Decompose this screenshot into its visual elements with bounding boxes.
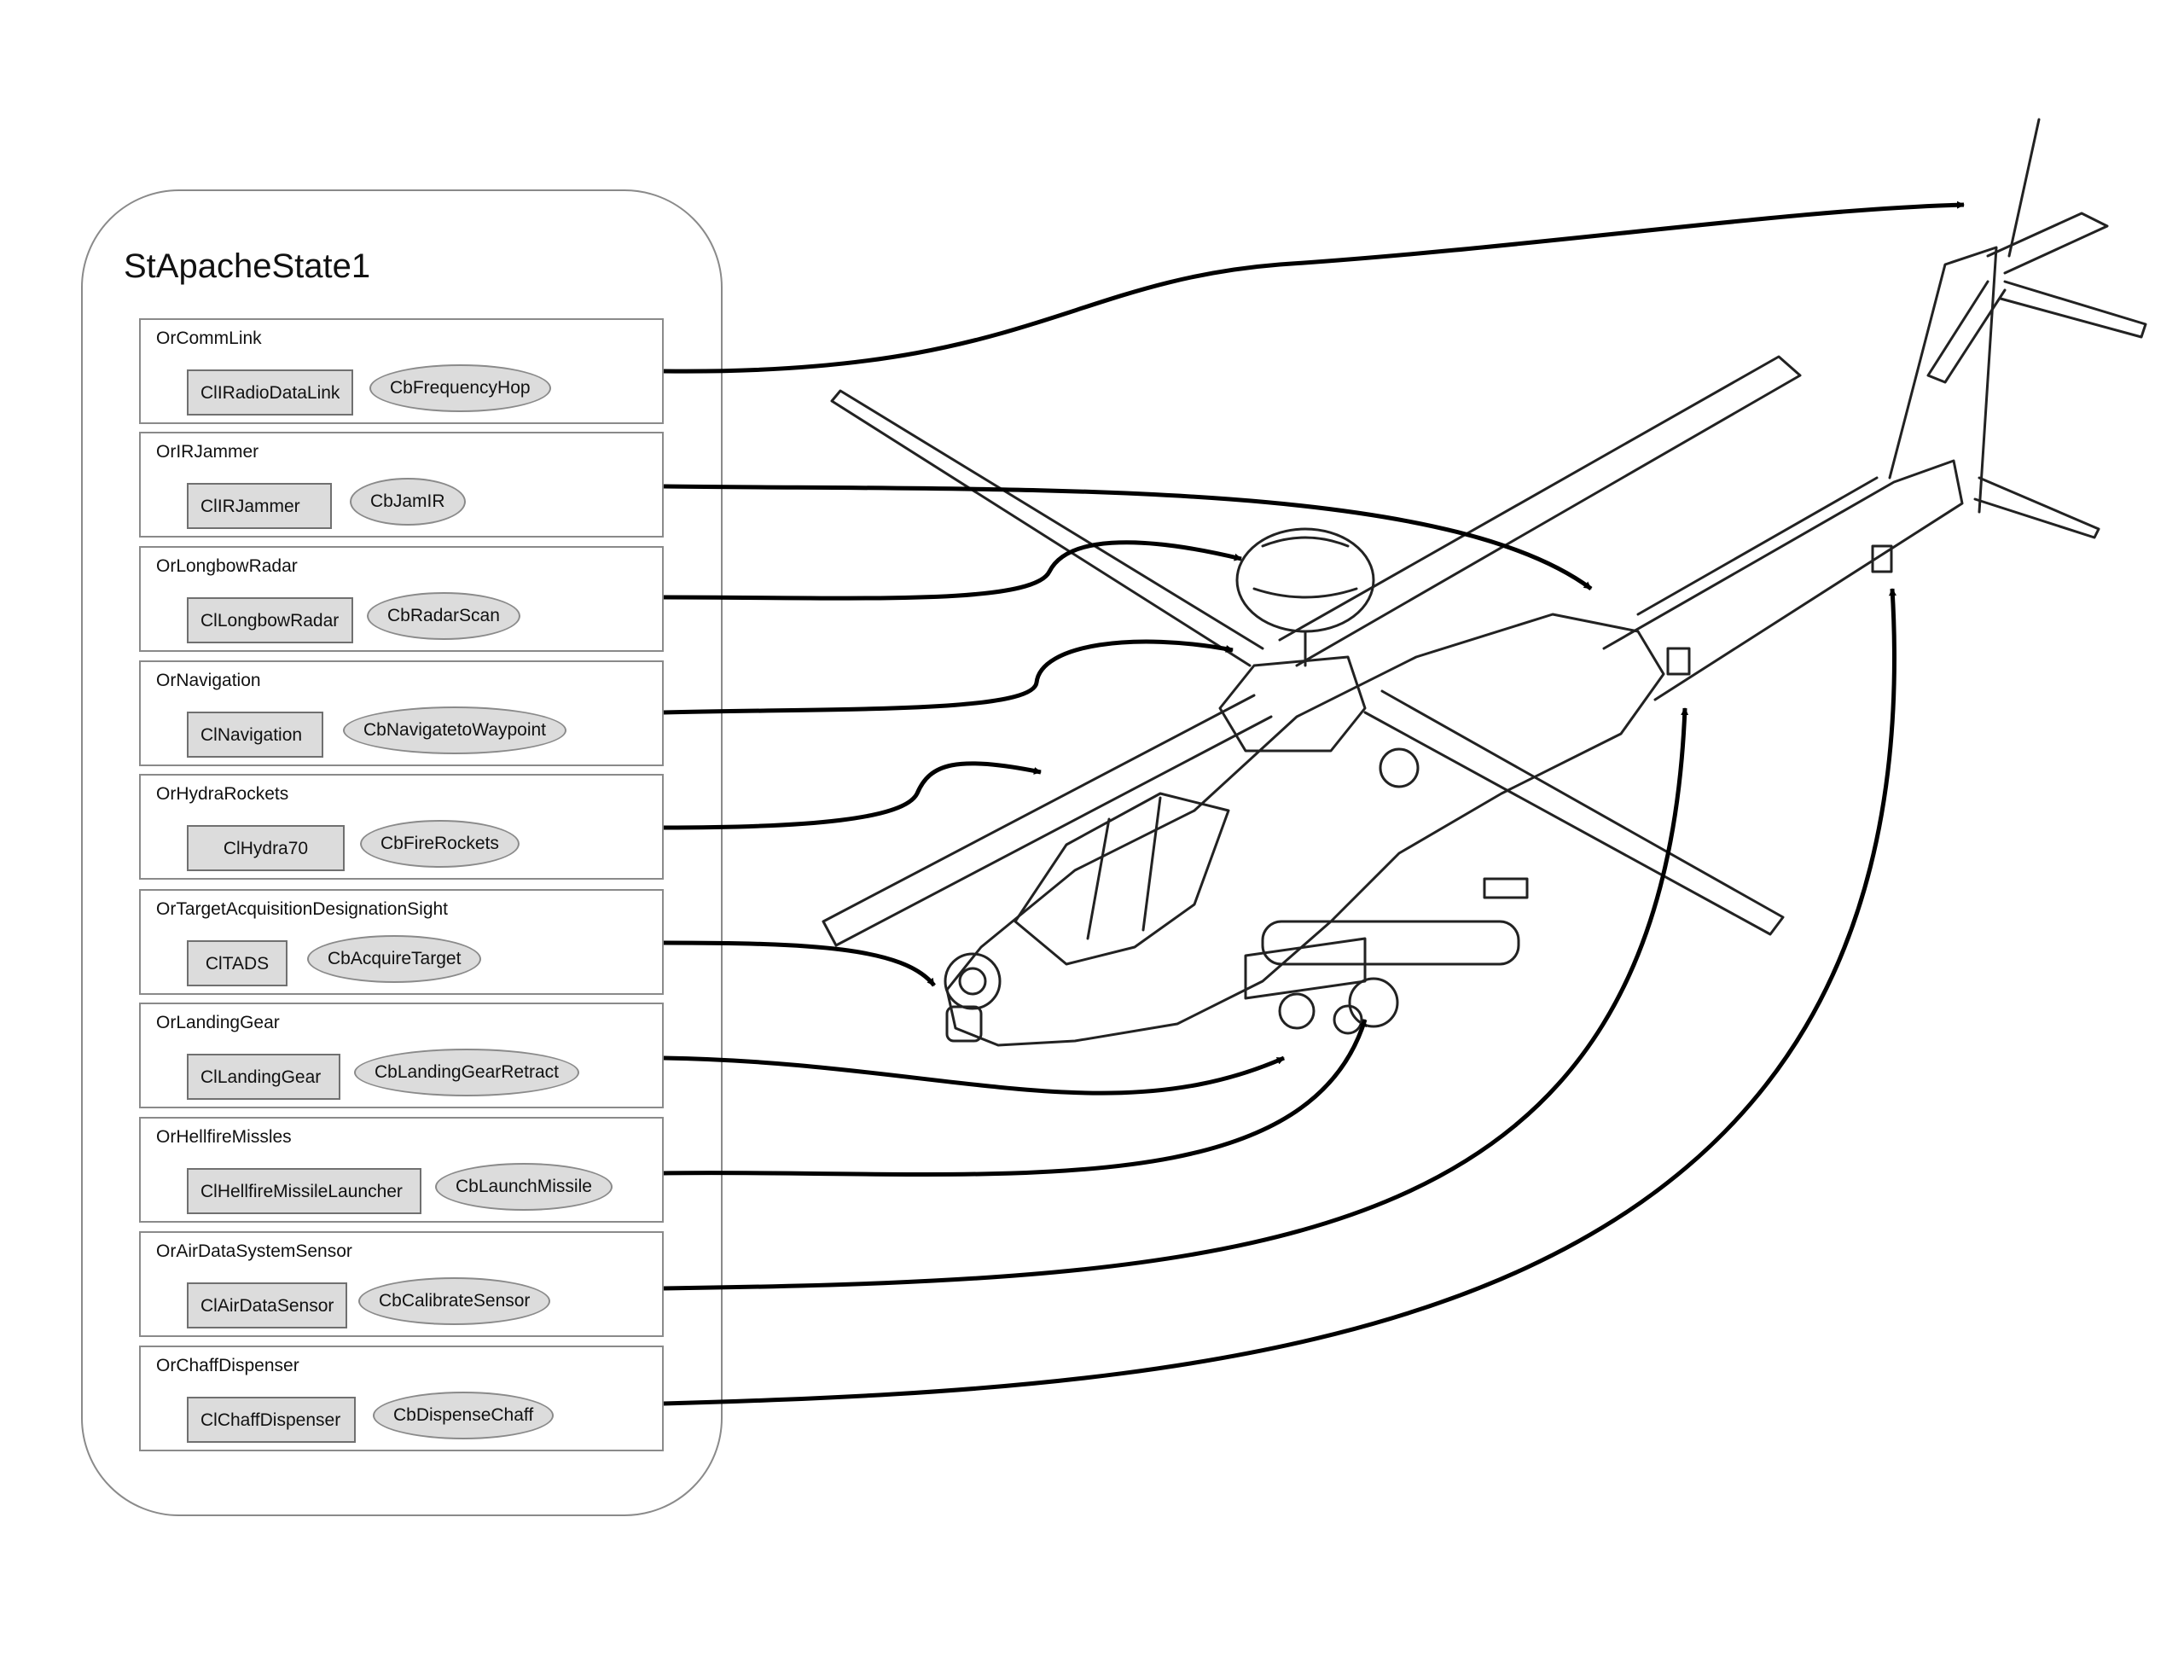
- tail-rotor-blade: [1999, 280, 2147, 339]
- class-box[interactable]: ClNavigation: [187, 712, 323, 758]
- connector-comm-link: [663, 201, 1965, 374]
- region-ir-jammer[interactable]: OrIRJammer ClIRJammer CbJamIR: [139, 432, 664, 538]
- region-comm-link[interactable]: OrCommLink ClIRadioDataLink CbFrequencyH…: [139, 318, 664, 424]
- region-title: OrIRJammer: [156, 442, 259, 462]
- connector-air-data-sensor: [663, 707, 1689, 1291]
- rocket-pod-front: [1348, 977, 1399, 1028]
- class-box[interactable]: ClTADS: [187, 940, 288, 986]
- connector-landing-gear: [663, 1055, 1286, 1096]
- region-hydra-rockets[interactable]: OrHydraRockets ClHydra70 CbFireRockets: [139, 774, 664, 880]
- region-chaff-dispenser[interactable]: OrChaffDispenser ClChaffDispenser CbDisp…: [139, 1346, 664, 1451]
- tail-rotor-blade: [1926, 280, 2007, 384]
- region-hellfire-missiles[interactable]: OrHellfireMissles ClHellfireMissileLaunc…: [139, 1117, 664, 1223]
- cockpit-canopy: [1014, 792, 1230, 966]
- rotor-blade-front-right: [1363, 689, 1785, 936]
- connector-hydra-rockets: [663, 761, 1042, 830]
- rotor-blade-front-left: [822, 694, 1273, 947]
- class-box[interactable]: ClChaffDispenser: [187, 1397, 356, 1443]
- connector-longbow-radar: [663, 540, 1242, 601]
- connectors: [663, 201, 1965, 1406]
- region-landing-gear[interactable]: OrLandingGear ClLandingGear CbLandingGea…: [139, 1003, 664, 1108]
- behavior-ellipse[interactable]: CbLandingGearRetract: [354, 1049, 579, 1096]
- state-title: StApacheState1: [124, 247, 371, 285]
- longbow-radar-dome: [1235, 527, 1375, 633]
- chaff-dispenser-box: [1666, 647, 1691, 676]
- region-title: OrLongbowRadar: [156, 556, 298, 576]
- engine-intake: [1379, 747, 1420, 788]
- behavior-ellipse[interactable]: CbFrequencyHop: [369, 364, 551, 412]
- behavior-ellipse[interactable]: CbAcquireTarget: [307, 935, 482, 983]
- tail-boom-line: [1636, 476, 1879, 616]
- class-box[interactable]: ClIRJammer: [187, 483, 332, 529]
- class-box[interactable]: ClIRadioDataLink: [187, 369, 354, 416]
- region-longbow-radar[interactable]: OrLongbowRadar ClLongbowRadar CbRadarSca…: [139, 546, 664, 652]
- helicopter-drawing: [822, 118, 2147, 1047]
- connector-hellfire: [663, 1019, 1368, 1177]
- region-title: OrLandingGear: [156, 1013, 280, 1032]
- rocket-pod: [1261, 920, 1520, 966]
- tail-rotor-blade: [1986, 212, 2109, 275]
- class-box[interactable]: ClLongbowRadar: [187, 597, 353, 643]
- region-title: OrHydraRockets: [156, 784, 289, 804]
- region-title: OrNavigation: [156, 671, 261, 690]
- rotor-blade-rear-right: [1278, 355, 1802, 667]
- class-box[interactable]: ClHellfireMissileLauncher: [187, 1168, 421, 1214]
- region-title: OrHellfireMissles: [156, 1127, 292, 1147]
- rotor-mast: [1218, 655, 1367, 753]
- region-title: OrAirDataSystemSensor: [156, 1241, 352, 1261]
- region-title: OrChaffDispenser: [156, 1356, 299, 1375]
- tads-lens: [958, 967, 987, 996]
- class-box[interactable]: ClAirDataSensor: [187, 1282, 348, 1328]
- region-navigation[interactable]: OrNavigation ClNavigation CbNavigatetoWa…: [139, 660, 664, 766]
- canopy-frame: [1141, 796, 1162, 932]
- canopy-frame: [1086, 817, 1111, 940]
- horizontal-stabilizer: [1973, 476, 2100, 539]
- air-data-sensor-box: [1871, 544, 1893, 573]
- connector-navigation: [663, 639, 1234, 715]
- radar-dome-line: [1261, 536, 1350, 548]
- behavior-ellipse[interactable]: CbRadarScan: [367, 592, 520, 640]
- fuselage: [945, 613, 1665, 1047]
- behavior-ellipse[interactable]: CbJamIR: [350, 478, 466, 526]
- tads-sensor: [944, 952, 1002, 1010]
- radar-dome-line: [1252, 587, 1358, 599]
- behavior-ellipse[interactable]: CbLaunchMissile: [435, 1163, 613, 1211]
- rotor-blade-rear-left: [830, 389, 1264, 667]
- stub-wing-tip: [1483, 877, 1529, 899]
- behavior-ellipse[interactable]: CbDispenseChaff: [373, 1392, 555, 1439]
- region-title: OrTargetAcquisitionDesignationSight: [156, 899, 449, 919]
- region-title: OrCommLink: [156, 328, 262, 348]
- behavior-ellipse[interactable]: CbFireRockets: [360, 820, 520, 868]
- region-air-data-sensor[interactable]: OrAirDataSystemSensor ClAirDataSensor Cb…: [139, 1231, 664, 1337]
- class-box[interactable]: ClHydra70: [187, 825, 345, 871]
- tail-boom: [1602, 459, 1964, 701]
- class-box[interactable]: ClLandingGear: [187, 1054, 340, 1100]
- behavior-ellipse[interactable]: CbCalibrateSensor: [358, 1277, 551, 1325]
- hellfire-rack: [1244, 937, 1367, 1000]
- connector-ir-jammer: [663, 484, 1593, 591]
- connector-tads: [663, 940, 936, 987]
- behavior-ellipse[interactable]: CbNavigatetoWaypoint: [343, 706, 566, 754]
- tail-fin: [1888, 246, 1998, 514]
- landing-wheel: [1278, 992, 1316, 1030]
- region-tads[interactable]: OrTargetAcquisitionDesignationSight ClTA…: [139, 889, 664, 995]
- antenna: [2007, 118, 2041, 258]
- nose-gun: [945, 1005, 983, 1043]
- connector-chaff-dispenser: [663, 588, 1896, 1406]
